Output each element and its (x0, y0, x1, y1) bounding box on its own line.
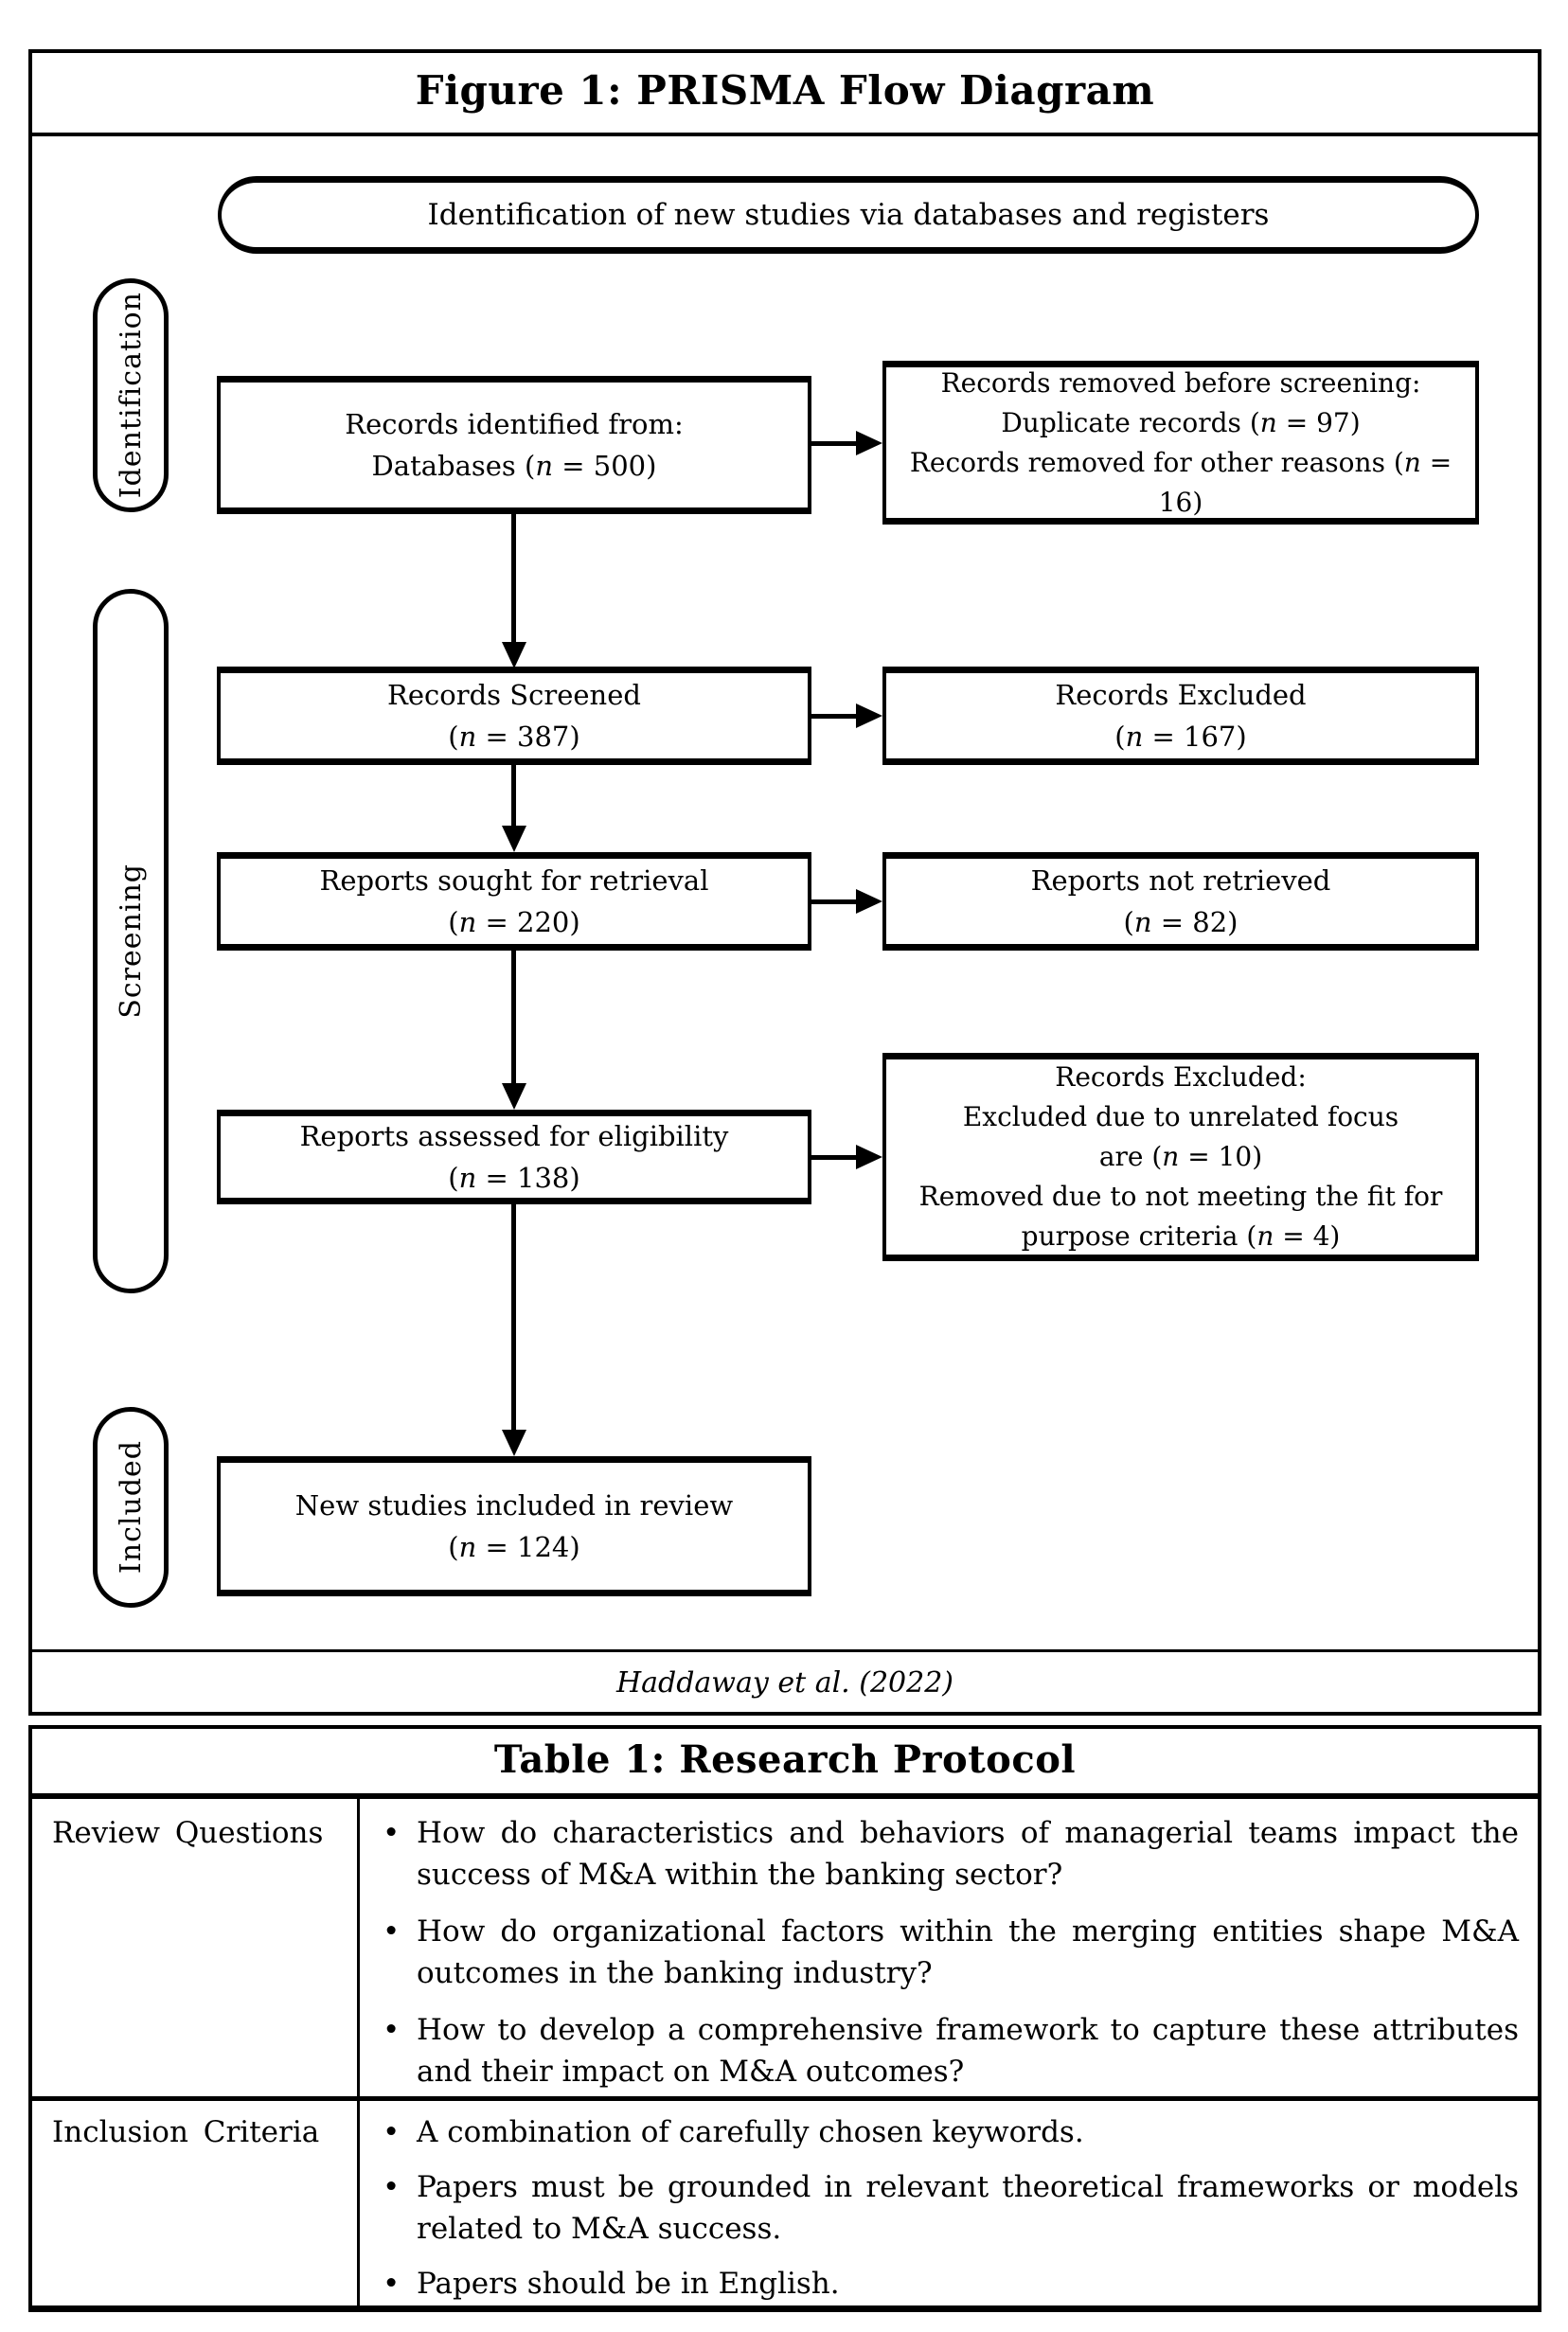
figure-title: Figure 1: PRISMA Flow Diagram (28, 49, 1541, 131)
table-title-separator (28, 1793, 1541, 1799)
arrowhead-down-icon (502, 826, 526, 852)
bullet-icon: • (383, 1816, 401, 1850)
box-line: Records identified from: (345, 408, 684, 440)
table-cell-review-questions: • How do characteristics and behaviors of… (383, 1812, 1519, 2108)
bullet-icon: • (383, 1914, 401, 1949)
box-records-excluded-eligibility: Records Excluded: Excluded due to unrela… (882, 1053, 1479, 1261)
stage-label-included: Included (114, 1440, 148, 1575)
box-line: Duplicate records (n = 97) (1001, 406, 1361, 438)
box-line: (n = 82) (1123, 906, 1238, 938)
table-title: Table 1: Research Protocol (28, 1729, 1541, 1789)
bullet-icon: • (383, 2170, 401, 2204)
arrowhead-right-icon (856, 1145, 882, 1169)
flow-connector-horizontal-1 (811, 441, 858, 446)
box-records-identified: Records identified from: Databases (n = … (217, 376, 811, 514)
arrowhead-down-icon (502, 1083, 526, 1110)
box-reports-sought: Reports sought for retrieval (n = 220) (217, 852, 811, 951)
table-cell-inclusion-criteria: • A combination of carefully chosen keywo… (383, 2111, 1519, 2318)
box-line: Records Screened (387, 679, 641, 711)
figure-title-separator (28, 133, 1541, 136)
box-reports-assessed: Reports assessed for eligibility (n = 13… (217, 1110, 811, 1204)
bullet-icon: • (383, 2115, 401, 2149)
box-line: Records Excluded (1055, 679, 1307, 711)
box-line: Removed due to not meeting the fit for (918, 1181, 1443, 1212)
bullet-item: • How do organizational factors within th… (383, 1911, 1519, 1994)
box-line: purpose criteria (n = 4) (1021, 1220, 1341, 1252)
box-line: Records removed for other reasons (n = 1… (909, 446, 1452, 518)
table-row-divider (28, 2096, 1541, 2101)
bullet-text: How to develop a comprehensive framework… (417, 2013, 1519, 2089)
stage-pill-screening: Screening (93, 589, 169, 1293)
stage-pill-included: Included (93, 1407, 169, 1608)
bullet-item: • How do characteristics and behaviors of… (383, 1812, 1519, 1896)
box-records-excluded: Records Excluded (n = 167) (882, 667, 1479, 765)
stage-pill-identification: Identification (93, 278, 169, 512)
arrowhead-down-icon (502, 1430, 526, 1456)
box-line: Records removed before screening: (940, 366, 1421, 399)
box-line: are (n = 10) (1098, 1141, 1263, 1172)
arrowhead-right-icon (856, 431, 882, 455)
box-line: Excluded due to unrelated focus (962, 1101, 1399, 1132)
box-line: New studies included in review (294, 1489, 734, 1522)
box-line: Databases (n = 500) (371, 450, 657, 482)
bullet-text: How do characteristics and behaviors of … (417, 1816, 1519, 1892)
table-row-label-inclusion-criteria: Inclusion Criteria (52, 2111, 336, 2153)
bullet-item: • Papers must be grounded in relevant the… (383, 2166, 1519, 2250)
box-line: Records Excluded: (1055, 1061, 1307, 1093)
bullet-item: • How to develop a comprehensive framewor… (383, 2009, 1519, 2092)
box-line: Reports not retrieved (1030, 864, 1331, 897)
citation-separator (28, 1649, 1541, 1652)
box-line: (n = 167) (1114, 721, 1247, 753)
box-line: (n = 387) (448, 721, 580, 753)
flow-connector-vertical-2 (511, 765, 516, 828)
bullet-text: Papers should be in English. (417, 2267, 840, 2301)
flow-connector-vertical-1 (511, 514, 516, 644)
box-records-screened: Records Screened (n = 387) (217, 667, 811, 765)
table-title-text: Table 1: Research Protocol (493, 1736, 1077, 1782)
box-line: (n = 124) (448, 1531, 580, 1563)
table-column-divider (357, 1799, 360, 2308)
bullet-text: A combination of carefully chosen keywor… (417, 2115, 1084, 2149)
bullet-item: • Papers should be in English. (383, 2263, 1519, 2305)
box-new-studies-included: New studies included in review (n = 124) (217, 1456, 811, 1596)
bullet-item: • A combination of carefully chosen keywo… (383, 2111, 1519, 2153)
table-panel-border (28, 1725, 1541, 2312)
row-label-text: Inclusion Criteria (52, 2115, 320, 2149)
table-row-label-review-questions: Review Questions (52, 1812, 336, 1854)
bullet-text: How do organizational factors within the… (417, 1914, 1519, 1990)
figure-citation-text: Haddaway et al. (2022) (615, 1666, 954, 1700)
arrowhead-right-icon (856, 703, 882, 728)
flow-connector-horizontal-4 (811, 1155, 858, 1160)
box-reports-not-retrieved: Reports not retrieved (n = 82) (882, 852, 1479, 951)
stage-label-identification: Identification (114, 292, 148, 499)
identification-banner-text: Identification of new studies via databa… (427, 198, 1270, 232)
box-line: Reports assessed for eligibility (299, 1120, 729, 1152)
figure-citation: Haddaway et al. (2022) (28, 1663, 1541, 1704)
flow-connector-vertical-4 (511, 1204, 516, 1432)
stage-label-screening: Screening (114, 863, 148, 1019)
figure-title-text: Figure 1: PRISMA Flow Diagram (415, 66, 1155, 114)
bullet-text: Papers must be grounded in relevant theo… (417, 2170, 1519, 2246)
bullet-icon: • (383, 2013, 401, 2047)
bullet-icon: • (383, 2267, 401, 2301)
arrowhead-down-icon (502, 642, 526, 668)
box-records-removed: Records removed before screening: Duplic… (882, 361, 1479, 525)
arrowhead-right-icon (856, 889, 882, 914)
row-label-text: Review Questions (52, 1816, 324, 1850)
box-line: Reports sought for retrieval (319, 864, 709, 897)
flow-connector-horizontal-2 (811, 714, 858, 719)
flow-connector-vertical-3 (511, 951, 516, 1085)
identification-banner: Identification of new studies via databa… (218, 176, 1479, 254)
box-line: (n = 138) (448, 1162, 580, 1194)
flow-connector-horizontal-3 (811, 899, 858, 904)
box-line: (n = 220) (448, 906, 580, 938)
